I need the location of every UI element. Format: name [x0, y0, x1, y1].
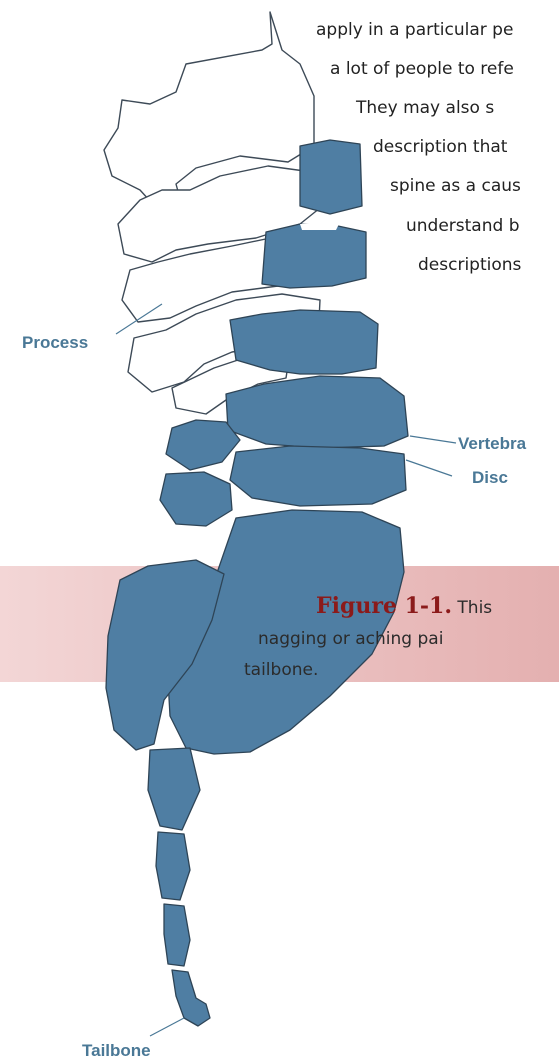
figure-number: Figure 1-1.: [316, 593, 452, 619]
coccyx-segment-4: [172, 970, 210, 1026]
tailbone-label: Tailbone: [82, 1041, 151, 1061]
vertebral-body-4: [226, 376, 408, 448]
lower-process-1: [166, 420, 240, 470]
vertebral-body-3: [230, 310, 378, 374]
lower-process-2: [160, 472, 232, 526]
vertebral-body-5: [230, 446, 406, 506]
caption-line-1-text: This: [452, 598, 492, 618]
tailbone-leader-line: [150, 1018, 184, 1036]
process-label: Process: [22, 333, 88, 353]
vertebra-label: Vertebra: [458, 434, 526, 454]
vertebral-body-1: [300, 140, 362, 214]
coccyx-segment-3: [164, 904, 190, 966]
coccyx-segment-2: [156, 832, 190, 900]
vertebra-leader-line: [410, 436, 456, 443]
caption-line-3: tailbone.: [244, 660, 318, 680]
coccyx-segment-1: [148, 748, 200, 830]
caption-line-2: nagging or aching pai: [258, 629, 443, 649]
caption-line-1: Figure 1-1. This: [316, 593, 492, 619]
vertebral-body-2: [262, 224, 366, 288]
disc-leader-line: [406, 460, 452, 476]
disc-label: Disc: [472, 468, 508, 488]
